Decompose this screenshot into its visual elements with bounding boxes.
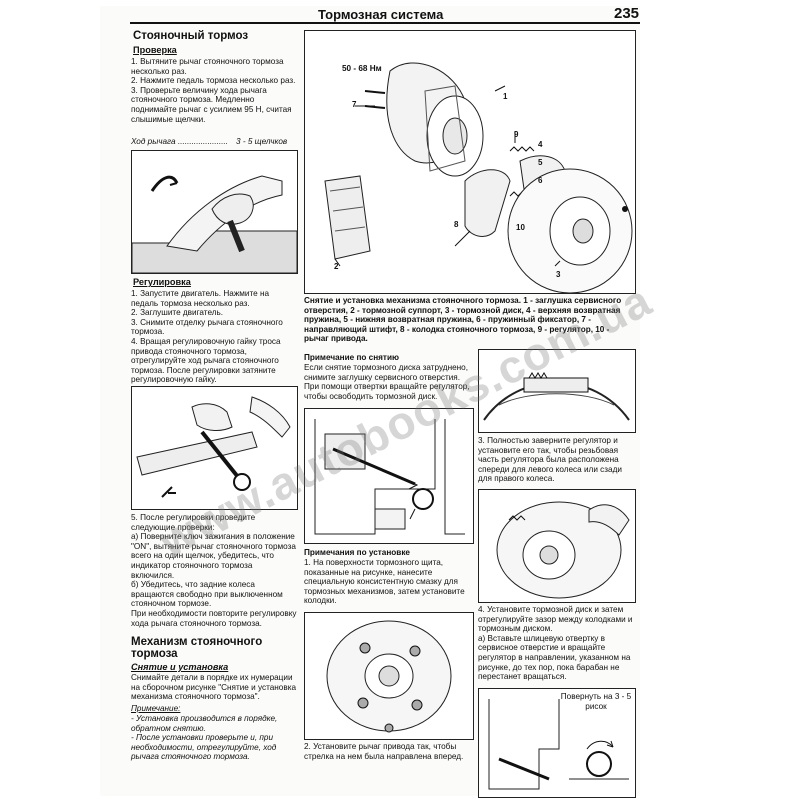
torque-label: 50 - 68 Нм bbox=[342, 64, 382, 73]
step3-text: 3. Полностью заверните регулятор и устан… bbox=[478, 436, 622, 484]
turn-adjuster-illustration bbox=[479, 689, 635, 797]
adjustment-text: 1. Запустите двигатель. Нажмите на педал… bbox=[131, 289, 283, 385]
callout-2: 2 bbox=[334, 262, 339, 271]
adjust-nut-illustration bbox=[132, 387, 297, 509]
note-text: - Установка производится в порядке, обра… bbox=[131, 714, 278, 762]
callout-6: 6 bbox=[538, 176, 543, 185]
callout-5: 5 bbox=[538, 158, 543, 167]
figure-disc-install bbox=[478, 489, 636, 603]
page-number: 235 bbox=[614, 5, 640, 22]
figure-caption: Снятие и установка механизма стояночного… bbox=[304, 296, 622, 344]
heading-removal-installation: Снятие и установка bbox=[131, 662, 229, 672]
figure-lever-pull bbox=[131, 150, 298, 274]
callout-7: 7 bbox=[352, 100, 357, 109]
check-text: 1. Вытяните рычаг стояночного тормоза не… bbox=[131, 57, 296, 124]
heading-parking-brake: Стояночный тормоз bbox=[133, 30, 249, 42]
heading-brake-mechanism: Механизм стояночного тормоза bbox=[131, 636, 263, 660]
header-rule bbox=[130, 22, 640, 24]
step2-text: 2. Установите рычаг привода так, чтобы с… bbox=[304, 742, 464, 761]
callout-4: 4 bbox=[538, 140, 543, 149]
page-header-title: Тормозная система bbox=[318, 7, 444, 22]
stroke-value: 3 - 5 щелчков bbox=[236, 137, 288, 146]
removal-note-text: Если снятие тормозного диска затруднено,… bbox=[304, 363, 470, 401]
figure-adjuster bbox=[478, 349, 636, 433]
figure-parking-brake-assembly bbox=[304, 30, 636, 294]
step4-text: 4. Установите тормозной диск и затем отр… bbox=[478, 605, 633, 682]
brake-assembly-illustration bbox=[305, 31, 635, 293]
heading-adjustment: Регулировка bbox=[133, 277, 191, 287]
install-notes-text: 1. На поверхности тормозного щита, показ… bbox=[304, 558, 465, 606]
removal-note-title: Примечание по снятию bbox=[304, 353, 399, 362]
after-adjustment-text: 5. После регулировки проведите следующие… bbox=[131, 513, 297, 628]
note-label: Примечание: bbox=[131, 704, 181, 713]
callout-9: 9 bbox=[514, 130, 519, 139]
install-notes-title: Примечания по установке bbox=[304, 548, 410, 557]
callout-3: 3 bbox=[556, 270, 561, 279]
removal-text: Снимайте детали в порядке их нумерации н… bbox=[131, 673, 297, 702]
figure-adjust-nut bbox=[131, 386, 298, 510]
figure-backing-plate bbox=[304, 612, 474, 740]
callout-1: 1 bbox=[503, 92, 508, 101]
disc-install-illustration bbox=[479, 490, 635, 602]
figure-service-hole bbox=[304, 408, 474, 544]
stroke-dots: .................................... bbox=[178, 137, 228, 146]
turn-label: Повернуть на 3 - 5 рисок bbox=[560, 692, 632, 711]
stroke-label: Ход рычага bbox=[131, 137, 176, 146]
figure-turn-adjuster bbox=[478, 688, 636, 798]
adjuster-illustration bbox=[479, 350, 635, 432]
service-hole-illustration bbox=[305, 409, 473, 543]
backing-plate-illustration bbox=[305, 613, 473, 739]
heading-check: Проверка bbox=[133, 45, 177, 55]
callout-10: 10 bbox=[516, 223, 525, 232]
callout-8: 8 bbox=[454, 220, 459, 229]
lever-pull-illustration bbox=[132, 175, 297, 273]
